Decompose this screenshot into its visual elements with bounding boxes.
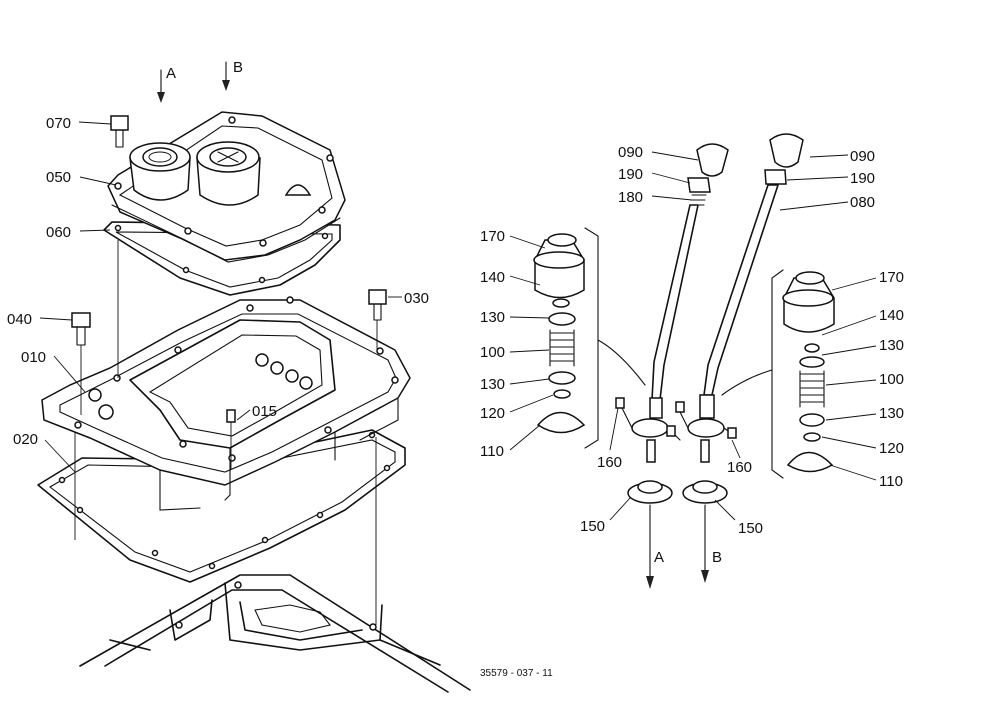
label-160-right: 160 [727,459,752,476]
spring-stack-right [782,271,835,473]
section-label-b-bottom: B [712,549,722,566]
shift-lever-a [615,143,729,463]
label-110-right: 110 [879,473,903,490]
leader-line [721,369,773,396]
label-170-right: 170 [879,269,904,286]
plug-015 [226,409,236,470]
cover-050 [107,111,346,263]
leader-line [597,339,646,386]
reference-number: 35579 - 037 - 11 [480,668,553,679]
section-label-b-top: B [233,59,243,76]
spring-stack-left [533,233,586,434]
leader-lines [39,121,877,521]
label-100-right: 100 [879,371,904,388]
label-130-right-2: 130 [879,405,904,422]
seat-150-b [682,480,728,583]
label-130-left-2: 130 [480,376,505,393]
label-050: 050 [46,169,71,186]
oil-pan [79,574,471,693]
label-090-left: 090 [618,144,643,161]
label-090-right: 090 [850,148,875,165]
section-label-a-bottom: A [654,549,664,566]
label-130-left-1: 130 [480,309,505,326]
label-110-left: 110 [480,443,504,460]
bracket-right [771,269,784,479]
label-140-left: 140 [480,269,505,286]
label-130-right-1: 130 [879,337,904,354]
label-100-left: 100 [480,344,505,361]
bolt-070 [110,115,129,148]
label-070: 070 [46,115,71,132]
label-015: 015 [252,403,277,420]
arrow-b-top [222,61,230,91]
label-010: 010 [21,349,46,366]
bracket-left [584,227,599,449]
label-190-right: 190 [850,170,875,187]
label-040: 040 [7,311,32,328]
label-150-left: 150 [580,518,605,535]
label-190-left: 190 [618,166,643,183]
label-020: 020 [13,431,38,448]
label-180: 180 [618,189,643,206]
bolt-030 [368,289,387,350]
label-060: 060 [46,224,71,241]
seat-150-a [627,480,673,589]
label-170-left: 170 [480,228,505,245]
arrow-a-top [157,69,165,103]
label-160-left: 160 [597,454,622,471]
label-120-right: 120 [879,440,904,457]
shift-lever-b [675,133,804,463]
label-140-right: 140 [879,307,904,324]
case-010 [41,296,411,511]
bolt-040 [71,312,91,415]
label-080: 080 [850,194,875,211]
label-030: 030 [404,290,429,307]
label-120-left: 120 [480,405,505,422]
section-label-a-top: A [166,65,176,82]
label-150-right: 150 [738,520,763,537]
